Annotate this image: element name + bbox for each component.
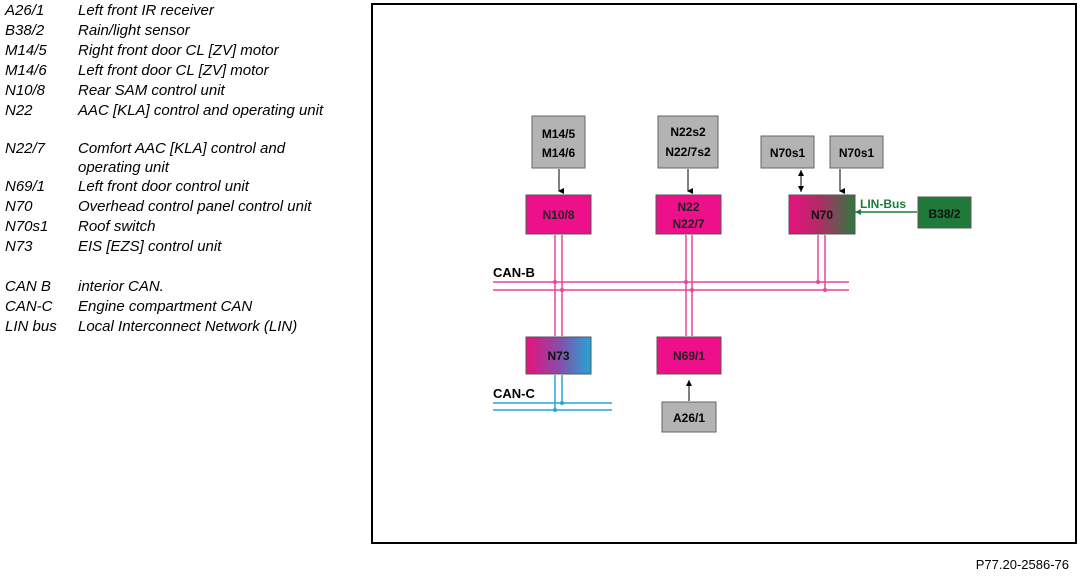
box-n70s1-right-label: N70s1	[839, 146, 875, 160]
box-n69-1: N69/1	[656, 336, 722, 375]
box-n73: N73	[525, 336, 592, 375]
box-n73-label: N73	[547, 349, 569, 363]
legend-row: A26/1 Left front IR receiver	[5, 1, 350, 21]
box-m14-line1: M14/5	[542, 127, 576, 141]
legend-desc: Rear SAM control unit	[78, 82, 225, 99]
legend-code: N10/8	[5, 82, 46, 99]
arrow-a26-n69	[686, 380, 692, 401]
box-m14: M14/5 M14/6	[531, 115, 586, 169]
legend-row: CAN B interior CAN.	[5, 277, 350, 297]
legend-code: N22/7	[5, 140, 46, 157]
diagram-frame	[371, 3, 1077, 544]
legend-row: N73 EIS [EZS] control unit	[5, 237, 350, 257]
box-b38-2-label: B38/2	[928, 207, 960, 221]
legend-row: N22 AAC [KLA] control and operating unit	[5, 101, 350, 139]
legend-code: CAN-C	[5, 298, 53, 315]
legend-desc: Local Interconnect Network (LIN)	[78, 318, 298, 335]
legend-code: B38/2	[5, 22, 45, 39]
legend-desc: Right front door CL [ZV] motor	[78, 42, 279, 59]
legend-code: N70s1	[5, 218, 49, 235]
legend-code: N70	[5, 198, 33, 215]
legend-desc: Overhead control panel control unit	[78, 198, 312, 215]
legend-row: N10/8 Rear SAM control unit	[5, 81, 350, 101]
legend-code: N22	[5, 102, 33, 119]
legend-desc: interior CAN.	[78, 278, 164, 295]
legend-desc: Rain/light sensor	[78, 22, 190, 39]
legend-row: N70 Overhead control panel control unit	[5, 197, 350, 217]
box-n70s1-left: N70s1	[760, 135, 815, 169]
n73-can-c-connection	[553, 375, 564, 412]
legend-row: N69/1 Left front door control unit	[5, 177, 350, 197]
legend-desc: Left front IR receiver	[78, 2, 214, 19]
box-b38-2: B38/2	[917, 196, 972, 229]
legend-desc: Engine compartment CAN	[78, 298, 253, 315]
box-a26-1-label: A26/1	[673, 411, 705, 425]
box-a26-1: A26/1	[661, 401, 717, 433]
legend-row: N22/7 Comfort AAC [KLA] control and oper…	[5, 139, 350, 177]
legend-row: M14/6 Left front door CL [ZV] motor	[5, 61, 350, 81]
box-n22-line1: N22	[677, 200, 699, 214]
lin-bus-line	[855, 209, 917, 215]
figure-reference: P77.20-2586-76	[975, 557, 1069, 572]
n22-can-connection	[684, 235, 694, 336]
legend-code: M14/5	[5, 42, 47, 59]
legend-row: M14/5 Right front door CL [ZV] motor	[5, 41, 350, 61]
legend-row: B38/2 Rain/light sensor	[5, 21, 350, 41]
can-c-bus	[493, 402, 612, 411]
legend-code: M14/6	[5, 62, 47, 79]
legend-desc: EIS [EZS] control unit	[78, 238, 222, 255]
legend-row: N70s1 Roof switch	[5, 217, 350, 237]
box-n70-label: N70	[811, 208, 833, 222]
legend: A26/1 Left front IR receiver B38/2 Rain/…	[5, 1, 350, 337]
box-n70: N70	[788, 194, 856, 235]
box-n69-1-label: N69/1	[673, 349, 705, 363]
box-n22s2-line2: N22/7s2	[665, 145, 711, 159]
n70-can-connection	[816, 235, 827, 292]
box-n10-8: N10/8	[525, 194, 592, 235]
lin-bus-label: LIN-Bus	[860, 197, 906, 211]
legend-row: CAN-C Engine compartment CAN	[5, 297, 350, 317]
n10-8-can-connection	[553, 235, 564, 336]
legend-code: A26/1	[5, 2, 45, 19]
legend-desc: Left front door CL [ZV] motor	[78, 62, 269, 79]
box-n22: N22 N22/7	[655, 194, 722, 235]
legend-code: LIN bus	[5, 318, 57, 335]
box-n22s2: N22s2 N22/7s2	[657, 115, 719, 169]
box-n70s1-right: N70s1	[829, 135, 884, 169]
legend-row: LIN bus Local Interconnect Network (LIN)	[5, 317, 350, 337]
legend-desc: Roof switch	[78, 218, 156, 235]
legend-code: CAN B	[5, 278, 51, 295]
can-b-bus	[493, 281, 849, 291]
box-n70s1-left-label: N70s1	[770, 146, 806, 160]
can-c-label: CAN-C	[493, 386, 535, 401]
box-n22s2-line1: N22s2	[670, 125, 706, 139]
arrow-n70s1-n70	[798, 170, 804, 192]
box-m14-line2: M14/6	[542, 146, 576, 160]
legend-desc: AAC [KLA] control and operating unit	[78, 102, 324, 119]
legend-code: N69/1	[5, 178, 46, 195]
can-b-label: CAN-B	[493, 265, 535, 280]
legend-desc: Left front door control unit	[78, 178, 249, 195]
box-n10-8-label: N10/8	[542, 208, 574, 222]
box-n22-line2: N22/7	[672, 217, 704, 231]
legend-code: N73	[5, 238, 33, 255]
legend-desc: Comfort AAC [KLA] control and operating …	[78, 140, 286, 176]
